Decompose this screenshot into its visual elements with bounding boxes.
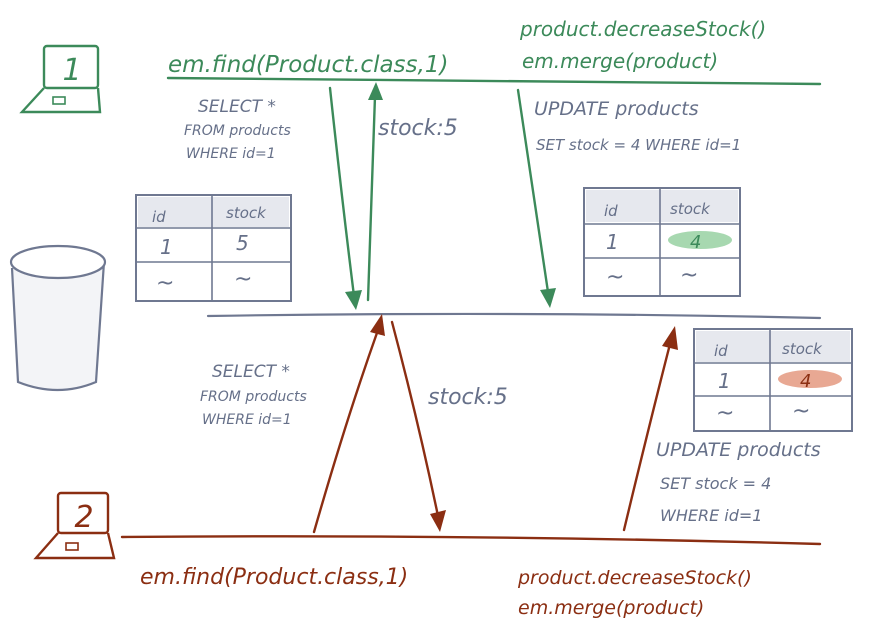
table-after-update-2-cell-id: 1 [718,369,731,393]
table-after-update-1-highlight [668,231,732,249]
client-1-result: stock:5 [378,116,458,141]
client-2-select-line-1: SELECT * [212,362,290,382]
table-initial: id stock 1 5 ~ ~ [135,194,292,302]
client-1-select-arrow [328,86,362,310]
client-1-update-query: UPDATE products SET stock = 4 WHERE id=1 [534,98,741,154]
client-2-decrease-call: product.decreaseStock() [517,567,752,589]
client-2-update-line-2: SET stock = 4 [660,474,771,493]
laptop-1-icon: 1 [19,44,102,114]
table-after-update-2-highlight [778,370,842,388]
client-1-select-query: SELECT * FROM products WHERE id=1 [184,97,291,162]
client-1-decrease-call: product.decreaseStock() [519,17,766,41]
client-2-merge-call: em.merge(product) [518,597,704,619]
database-icon [9,244,107,392]
client-2-update-line-3: WHERE id=1 [660,506,762,525]
client-2-select-line-3: WHERE id=1 [202,412,292,428]
client-2-result-arrow [390,320,446,532]
client-1-update-line-2: SET stock = 4 WHERE id=1 [536,136,741,154]
table-after-update-1-cell-id: 1 [606,230,619,254]
table-after-update-2-tail-2: ~ [792,399,810,424]
client-2-timeline [120,535,822,546]
table-after-update-2: id stock 1 4 ~ ~ [693,328,853,432]
client-1-select-line-3: WHERE id=1 [186,146,276,162]
table-after-update-1: id stock 1 4 ~ ~ [583,187,741,297]
client-2-update-line-1: UPDATE products [656,439,821,461]
client-2-update-query: UPDATE products SET stock = 4 WHERE id=1 [656,439,821,525]
table-initial-tail-2: ~ [234,267,252,292]
client-1-result-arrow [366,82,383,302]
client-1-select-line-1: SELECT * [198,97,276,117]
client-2-label: 2 [74,500,93,535]
table-after-update-1-header-stock: stock [670,200,711,218]
table-initial-cell-id: 1 [160,235,173,259]
table-after-update-1-tail-1: ~ [606,265,624,290]
client-2-update-arrow [622,326,678,532]
client-1-update-line-1: UPDATE products [534,98,699,120]
table-initial-header-stock: stock [226,204,267,222]
table-after-update-2-tail-1: ~ [716,401,734,426]
table-initial-header-id: id [152,208,166,226]
table-after-update-2-cell-stock: 4 [800,371,811,392]
table-after-update-2-header-stock: stock [782,340,823,358]
laptop-2-icon: 2 [33,491,116,560]
client-2-select-arrow [312,314,385,534]
table-initial-cell-stock: 5 [236,231,249,255]
database-timeline [206,312,822,320]
client-2-select-query: SELECT * FROM products WHERE id=1 [200,362,307,428]
client-1-label: 1 [62,53,81,88]
client-1-timeline [166,76,822,86]
client-2-result: stock:5 [428,385,508,410]
client-2-select-line-2: FROM products [200,389,307,405]
table-after-update-2-header-id: id [714,342,728,360]
table-after-update-1-header-id: id [604,202,618,220]
client-1-update-arrow [516,88,556,308]
table-after-update-1-tail-2: ~ [680,263,698,288]
table-initial-tail-1: ~ [156,271,174,296]
client-2-find-call: em.find(Product.class,1) [140,565,408,590]
table-after-update-1-cell-stock: 4 [690,232,701,253]
client-1-merge-call: em.merge(product) [522,49,718,73]
client-1-find-call: em.find(Product.class,1) [168,52,448,78]
client-1-select-line-2: FROM products [184,123,291,139]
